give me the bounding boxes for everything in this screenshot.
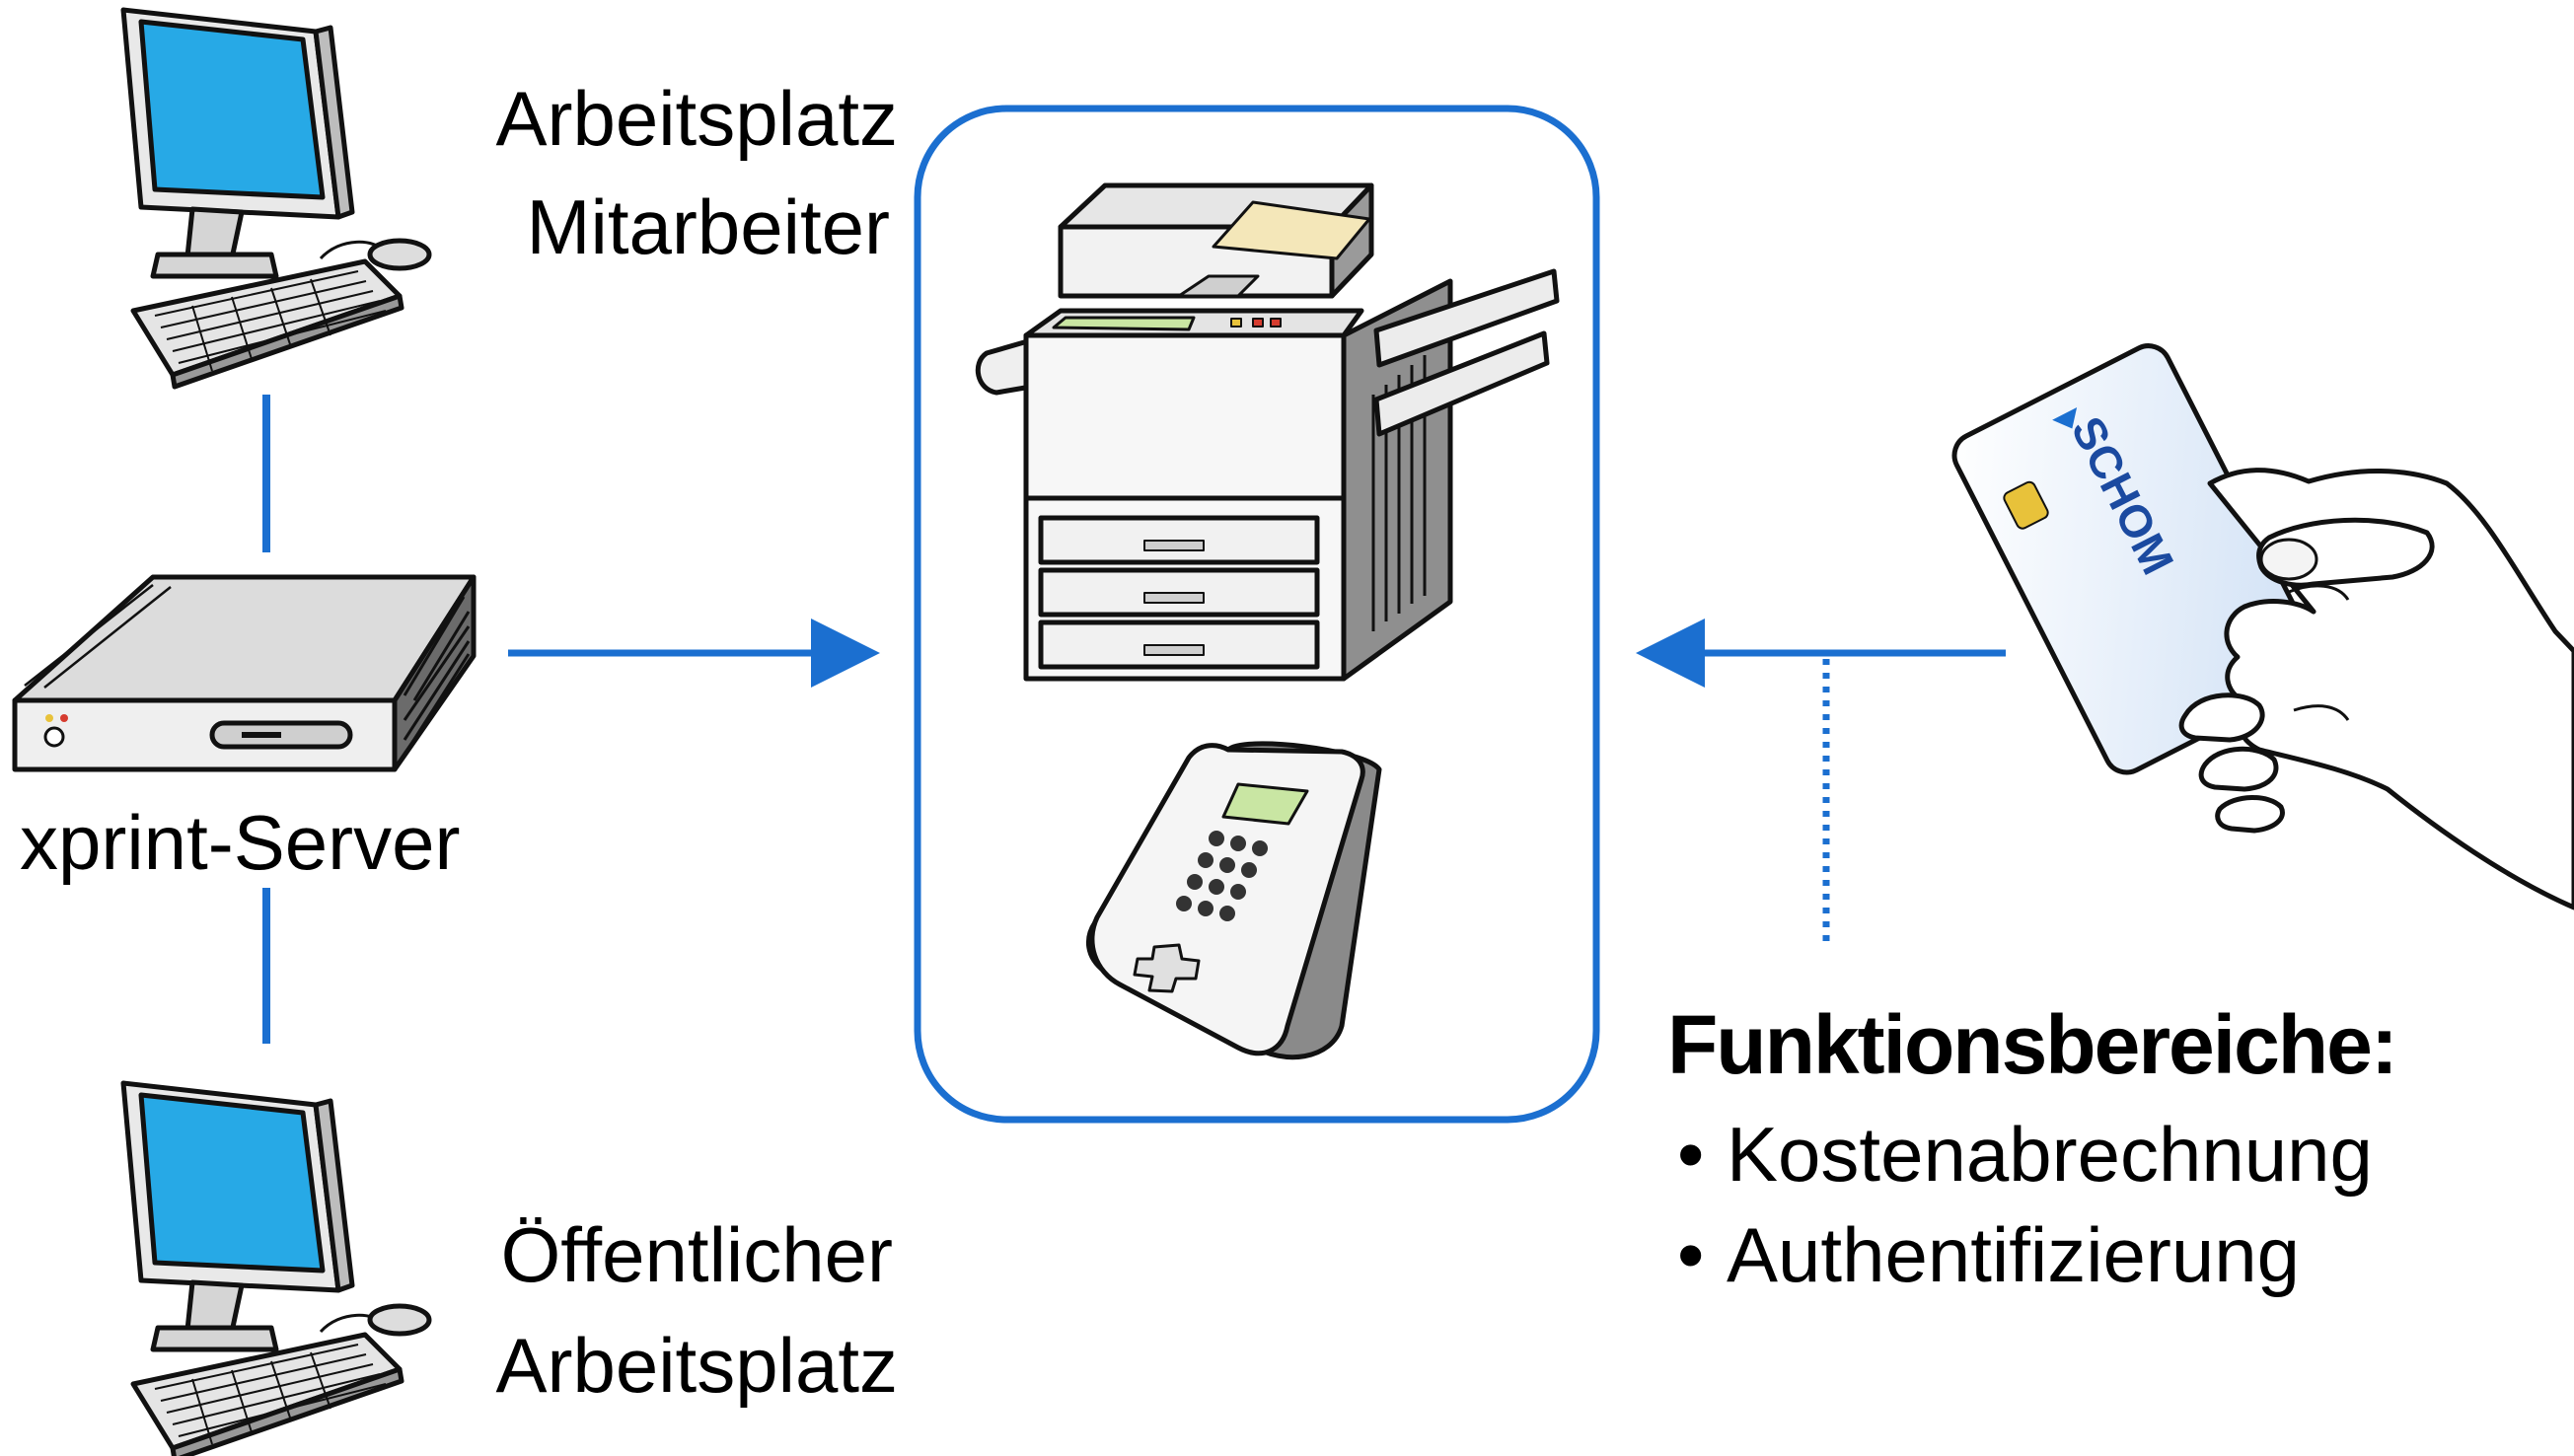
function-item-label: Authentifizierung xyxy=(1727,1211,2301,1298)
bullet-icon: • xyxy=(1677,1111,1705,1198)
label-server: xprint-Server xyxy=(20,799,461,886)
printer-station-frame xyxy=(914,105,1600,1124)
label-public-workstation-line2: Arbeitsplatz xyxy=(495,1322,898,1409)
function-item-billing: • Kostenabrechnung xyxy=(1677,1105,2373,1203)
card-chip-icon xyxy=(2003,480,2049,530)
server-icon xyxy=(12,574,477,772)
function-item-label: Kostenabrechnung xyxy=(1727,1111,2373,1198)
paper-sheet-icon xyxy=(1212,200,1371,260)
function-item-authentication: • Authentifizierung xyxy=(1677,1205,2300,1304)
card-terminal-icon xyxy=(1085,741,1382,1060)
computer-icon-staff xyxy=(120,7,432,390)
label-staff-workstation-line2: Mitarbeiter xyxy=(526,183,890,270)
label-staff-workstation-line1: Arbeitsplatz xyxy=(495,75,898,162)
label-public-workstation-line1: Öffentlicher xyxy=(500,1211,893,1298)
printer-icon xyxy=(975,182,1560,682)
terminal-display xyxy=(1221,782,1309,826)
hand-with-card-icon: SCHOM xyxy=(1951,343,2574,910)
bullet-icon: • xyxy=(1677,1211,1705,1298)
computer-icon-public xyxy=(120,1080,432,1456)
functions-heading: Funktionsbereiche: xyxy=(1667,998,2398,1091)
